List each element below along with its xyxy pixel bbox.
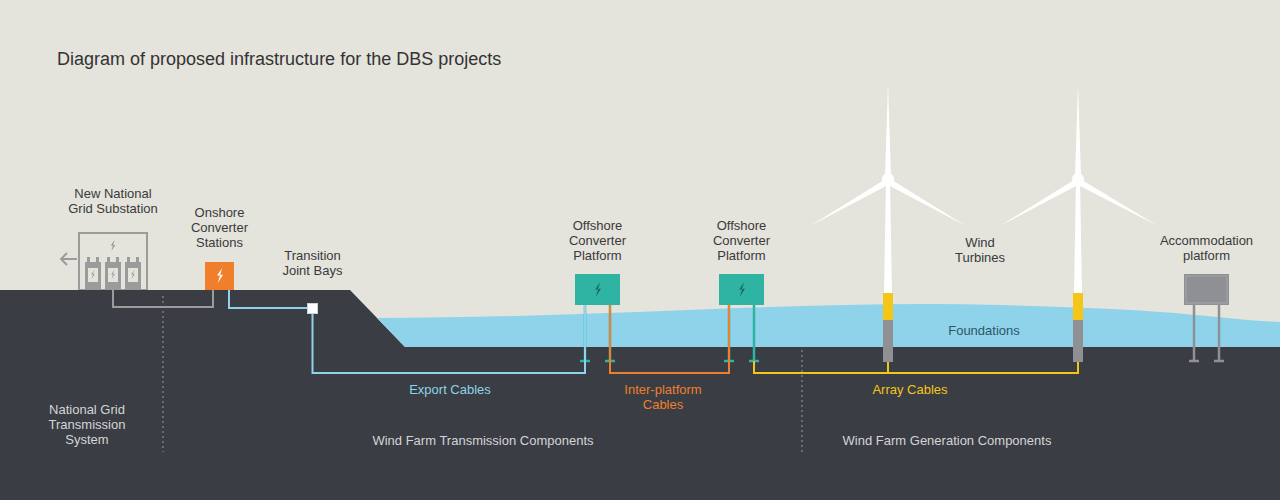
turbine-label: Wind Turbines [945,235,1015,265]
cable-label: Export Cables [409,382,491,397]
foundation-label: Foundations [948,323,1020,338]
land [0,290,1280,500]
node-label: Accommodation platform [1148,233,1266,263]
system-label: National Grid Transmission System [37,402,137,447]
node: Offshore Converter Platform [561,218,635,305]
cable-line [313,305,586,373]
cable-line [610,305,729,373]
converter-platform-outline [719,274,764,305]
converter-station-outline [205,262,234,290]
platform-legs [580,305,1224,361]
node-label: Offshore Converter Platform [561,218,635,263]
accommodation-platform [1184,274,1229,305]
converter-station [205,262,234,290]
cable [229,290,307,308]
diagram-title: Diagram of proposed infrastructure for t… [57,48,501,70]
node: Transition Joint Bays [274,248,352,314]
node-label: New National Grid Substation [64,186,162,216]
converter-platform [719,274,764,305]
wind-turbine [1000,84,1158,362]
substation-box-outline [78,232,148,290]
node: New National Grid Substation [64,186,162,290]
cable-label: Inter-platform Cables [615,382,711,412]
grid-arrow [61,253,77,265]
node-label: Offshore Converter Platform [705,218,779,263]
accommodation-platform-outline [1184,274,1229,305]
cable [113,290,213,307]
substation-box [78,232,148,290]
node-label: Onshore Converter Stations [183,205,257,250]
converter-platform [575,274,620,305]
node-label: Transition Joint Bays [274,248,352,278]
cable-line [229,290,307,308]
cable [610,305,729,373]
divider [163,296,802,452]
cable-label: Array Cables [872,382,947,397]
cable [313,305,586,373]
section-label: Wind Farm Transmission Components [372,433,593,448]
node: Accommodation platform [1148,233,1266,305]
wind-turbine [810,84,966,362]
node: Onshore Converter Stations [183,205,257,290]
joint-bay-outline [307,303,318,314]
sea [377,304,1280,347]
node: Offshore Converter Platform [705,218,779,305]
joint-bay [307,303,318,314]
section-label: Wind Farm Generation Components [843,433,1052,448]
cable-line [113,290,213,307]
array-cable [754,361,1078,373]
converter-platform-outline [575,274,620,305]
